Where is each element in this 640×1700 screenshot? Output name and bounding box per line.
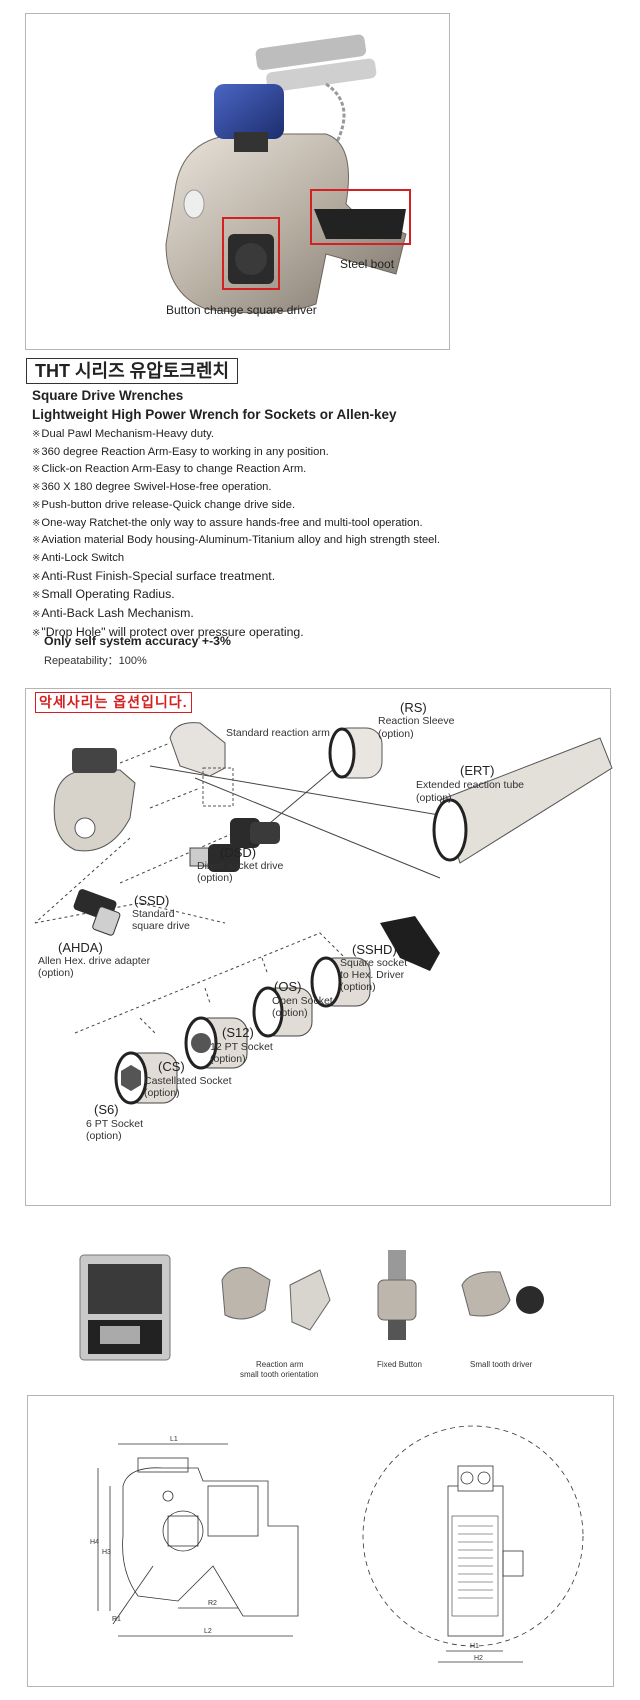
dim-r2: R2: [208, 1600, 217, 1607]
rs-name: Reaction Sleeve: [378, 715, 455, 727]
s12-name: 12 PT Socket: [210, 1041, 273, 1053]
os-option: (option): [272, 1007, 308, 1019]
feature-item: One-way Ratchet-the only way to assure h…: [32, 515, 440, 533]
feature-item: Anti-Lock Switch: [32, 550, 440, 568]
accessories-diagram: [34, 722, 613, 1105]
sshd-name-1: Square socket: [340, 957, 408, 969]
sshd-code: (SSHD): [352, 942, 397, 957]
square-driver-label: Button change square driver: [166, 303, 317, 317]
fixed-button-image: [377, 1250, 417, 1340]
feature-item: Aviation material Body housing-Aluminum-…: [32, 532, 440, 550]
s12-option: (option): [210, 1053, 246, 1065]
dsd-code: (DSD): [220, 845, 257, 860]
dim-r1: R1: [112, 1616, 121, 1623]
ahda-option: (option): [38, 967, 74, 979]
reaction-arm-caption-1: Reaction arm: [256, 1360, 304, 1369]
feature-item: Small Operating Radius.: [32, 586, 440, 605]
subtitle-lightweight: Lightweight High Power Wrench for Socket…: [32, 407, 397, 422]
sshd-name-2: to Hex. Driver: [340, 969, 405, 981]
feature-item: Anti-Back Lash Mechanism.: [32, 605, 440, 624]
small-tooth-caption: Small tooth driver: [470, 1360, 533, 1369]
dim-h1: H1: [470, 1643, 479, 1650]
steel-boot-highlight: [310, 189, 411, 245]
wrench-photo: [165, 34, 407, 314]
feature-item: 360 X 180 degree Swivel-Hose-free operat…: [32, 479, 440, 497]
ssd-name-2: square drive: [132, 920, 190, 932]
os-name: Open Socket: [272, 995, 333, 1007]
dim-l1: L1: [170, 1436, 178, 1443]
ert-code: (ERT): [460, 763, 495, 778]
std-reaction-arm-label: Standard reaction arm: [226, 727, 330, 739]
feature-item: Push-button drive release-Quick change d…: [32, 497, 440, 515]
small-tooth-image: [461, 1271, 544, 1317]
wrench-outline: [53, 748, 136, 852]
ssd-name-1: Standard: [132, 908, 175, 920]
ahda-code: (AHDA): [58, 940, 103, 955]
rs-option: (option): [378, 728, 414, 740]
cs-name: Castellated Socket: [144, 1075, 232, 1087]
accessories-banner: 악세사리는 옵션입니다.: [35, 692, 192, 713]
s12-code: (S12): [222, 1025, 254, 1040]
ert-name: Extended reaction tube: [416, 779, 524, 791]
reaction-arm-caption-2: small tooth orientation: [240, 1370, 319, 1379]
reaction-arm-image: [221, 1267, 331, 1331]
feature-item: Click-on Reaction Arm-Easy to change Rea…: [32, 461, 440, 479]
subtitle-square-drive: Square Drive Wrenches: [32, 388, 184, 403]
os-code: (OS): [274, 979, 302, 994]
ahda-name: Allen Hex. drive adapter: [38, 955, 151, 967]
s6-option: (option): [86, 1130, 122, 1142]
dim-h3: H3: [102, 1549, 111, 1556]
rs-code: (RS): [400, 700, 427, 715]
carry-case-image: [79, 1254, 171, 1361]
dim-h4: H4: [90, 1539, 99, 1546]
steel-boot-label: Steel boot: [340, 257, 395, 271]
feature-item: 360 degree Reaction Arm-Easy to working …: [32, 444, 440, 462]
feature-item: Anti-Rust Finish-Special surface treatme…: [32, 568, 440, 587]
cs-code: (CS): [158, 1059, 185, 1074]
accuracy-text: Only self system accuracy +-3%: [44, 634, 231, 648]
ert-option: (option): [416, 792, 452, 804]
s6-name: 6 PT Socket: [86, 1118, 144, 1130]
thumbnail-strip: [79, 1250, 544, 1361]
fixed-button-caption: Fixed Button: [377, 1360, 422, 1369]
repeatability-text: Repeatability：100%: [44, 655, 147, 667]
s6-code: (S6): [94, 1102, 119, 1117]
sshd-option: (option): [340, 981, 376, 993]
hero-photo-frame: Steel boot Button change square driver: [25, 13, 450, 350]
feature-list: Dual Pawl Mechanism-Heavy duty. 360 degr…: [32, 426, 440, 642]
dim-l2: L2: [204, 1628, 212, 1635]
label-plate: [451, 1515, 499, 1617]
feature-item: Dual Pawl Mechanism-Heavy duty.: [32, 426, 440, 444]
dim-h2: H2: [474, 1655, 483, 1662]
series-title: THT 시리즈 유압토크렌치: [26, 358, 239, 384]
square-driver-highlight: [222, 217, 280, 290]
ssd-code: (SSD): [134, 893, 170, 908]
feature-item: "Drop Hole" will protect over pressure o…: [32, 624, 440, 643]
cs-option: (option): [144, 1087, 180, 1099]
dsd-option: (option): [197, 872, 233, 884]
dsd-name: Direct socket drive: [197, 860, 284, 872]
technical-drawing: L1 L2 H4 H3 R1 R2 H1 H2: [90, 1425, 584, 1663]
